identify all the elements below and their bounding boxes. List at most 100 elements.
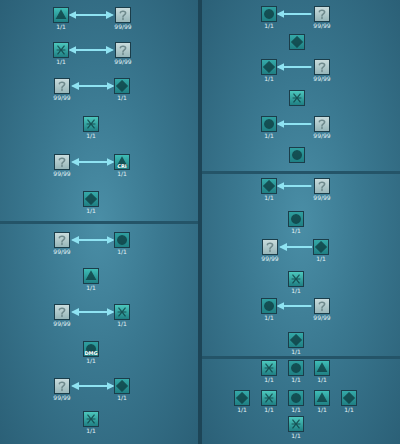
skill-glyph [262, 117, 276, 131]
locked-skill-icon [262, 239, 278, 255]
skill-level: 1/1 [83, 132, 99, 139]
skill-level: 99/99 [312, 314, 331, 321]
skill-glyph [262, 361, 276, 375]
skill-level: 99/99 [312, 132, 331, 139]
skill-level: 99/99 [113, 58, 132, 65]
skill-node: 1/1 [288, 332, 304, 355]
skill-node: 1/1 [83, 268, 99, 291]
skill-node: DMG1/1 [83, 341, 99, 364]
skill-node: 1/1 [288, 271, 304, 294]
skill-level: 1/1 [234, 406, 250, 413]
skill-node: 1/1 [234, 390, 250, 413]
skill-level: 1/1 [53, 58, 69, 65]
skill-icon [261, 116, 277, 132]
link-arrow [73, 311, 113, 313]
link-arrow [278, 66, 311, 68]
question-glyph [55, 79, 69, 93]
skill-node: 99/99 [52, 154, 71, 177]
question-glyph [55, 233, 69, 247]
skill-level: 99/99 [52, 170, 71, 177]
skill-node: 1/1 [53, 42, 69, 65]
skill-node: 99/99 [312, 116, 331, 139]
skill-node: 1/1 [261, 390, 277, 413]
skill-glyph [262, 391, 276, 405]
skill-node: 1/1 [288, 360, 304, 383]
skill-level: 1/1 [341, 406, 357, 413]
skill-icon [314, 360, 330, 376]
skill-glyph [290, 35, 304, 49]
skill-level: 1/1 [83, 357, 99, 364]
skill-glyph [115, 379, 129, 393]
question-glyph [315, 60, 329, 74]
skill-level: 1/1 [114, 170, 130, 177]
skill-glyph [115, 233, 129, 247]
skill-node: 1/1 [83, 116, 99, 139]
skill-node: 99/99 [52, 232, 71, 255]
link-arrow [73, 85, 113, 87]
skill-node: 1/1 [261, 59, 277, 82]
skill-node: 1/1 [261, 6, 277, 29]
skill-icon [261, 298, 277, 314]
locked-skill-icon [54, 378, 70, 394]
skill-icon-unlabeled [289, 147, 305, 163]
skill-icon [53, 7, 69, 23]
link-arrow [70, 14, 112, 16]
skill-node: 1/1 [314, 360, 330, 383]
skill-glyph [235, 391, 249, 405]
link-arrow [278, 305, 311, 307]
skill-level: 1/1 [83, 207, 99, 214]
skill-glyph [314, 240, 328, 254]
skill-node: 1/1 [114, 304, 130, 327]
skill-node: 99/99 [52, 78, 71, 101]
skill-level: 1/1 [83, 284, 99, 291]
skill-icon: DMG [83, 341, 99, 357]
skill-glyph [262, 299, 276, 313]
skill-level: 99/99 [52, 248, 71, 255]
skill-level: 1/1 [261, 376, 277, 383]
skill-glyph [290, 148, 304, 162]
skill-glyph [84, 412, 98, 426]
skill-level: 1/1 [114, 94, 130, 101]
link-arrow [278, 123, 311, 125]
section-divider [202, 356, 400, 359]
skill-level: 1/1 [114, 320, 130, 327]
skill-level: 1/1 [288, 432, 304, 439]
skill-level: 99/99 [312, 194, 331, 201]
skill-glyph [54, 43, 68, 57]
skill-glyph [290, 91, 304, 105]
skill-icon: CRI [114, 154, 130, 170]
skill-level: 1/1 [114, 394, 130, 401]
skill-icon [234, 390, 250, 406]
skill-level: 99/99 [113, 23, 132, 30]
skill-icon [114, 304, 130, 320]
skill-icon [289, 90, 305, 106]
question-glyph [315, 117, 329, 131]
skill-node: 99/99 [113, 42, 132, 65]
section-divider [202, 171, 400, 174]
skill-level: 1/1 [314, 376, 330, 383]
skill-level: 1/1 [261, 406, 277, 413]
skill-glyph [115, 79, 129, 93]
skill-glyph [262, 179, 276, 193]
skill-icon [83, 268, 99, 284]
skill-node: 1/1 [314, 390, 330, 413]
locked-skill-icon [314, 6, 330, 22]
skill-icon-unlabeled [289, 90, 305, 106]
skill-icon [341, 390, 357, 406]
link-arrow [73, 161, 113, 163]
skill-level: 99/99 [312, 75, 331, 82]
skill-level: 1/1 [261, 75, 277, 82]
locked-skill-icon [54, 78, 70, 94]
skill-glyph [315, 361, 329, 375]
link-arrow [73, 385, 113, 387]
skill-level: 99/99 [52, 94, 71, 101]
locked-skill-icon [115, 7, 131, 23]
skill-glyph [289, 417, 303, 431]
skill-node: 1/1 [261, 178, 277, 201]
skill-node: 1/1 [261, 116, 277, 139]
locked-skill-icon [54, 304, 70, 320]
skill-icon [314, 390, 330, 406]
skill-glyph [262, 60, 276, 74]
skill-glyph [84, 192, 98, 206]
question-glyph [55, 155, 69, 169]
